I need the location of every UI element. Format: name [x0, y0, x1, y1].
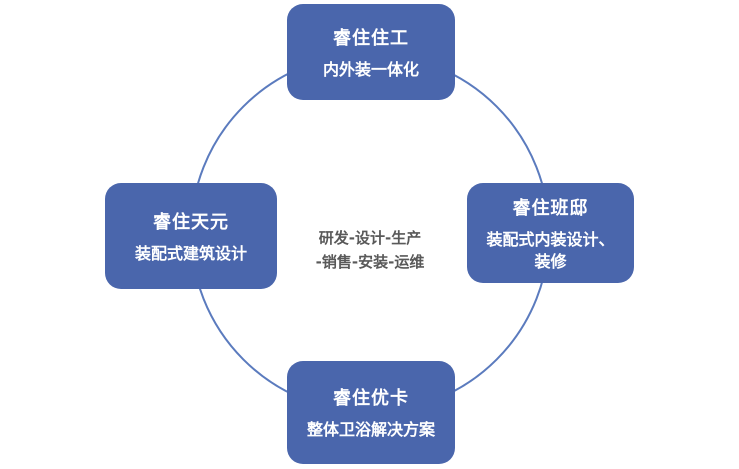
node-title: 睿住优卡 — [333, 388, 409, 410]
node-left: 睿住天元 装配式建筑设计 — [105, 183, 277, 289]
node-subtitle: 装配式建筑设计 — [134, 243, 247, 263]
node-right: 睿住班邸 装配式内装设计、装修 — [467, 183, 634, 283]
center-label-line2: -销售-安装-运维 — [315, 253, 425, 271]
node-title: 睿住天元 — [153, 211, 229, 233]
node-bottom: 睿住优卡 整体卫浴解决方案 — [287, 361, 455, 464]
node-title: 睿住住工 — [333, 27, 409, 49]
node-subtitle: 装配式内装设计、装修 — [486, 229, 615, 271]
center-label-line1: 研发-设计-生产 — [318, 229, 422, 247]
node-top: 睿住住工 内外装一体化 — [287, 4, 455, 100]
node-subtitle: 整体卫浴解决方案 — [306, 420, 435, 440]
center-label: 研发-设计-生产 -销售-安装-运维 — [259, 226, 481, 274]
node-title: 睿住班邸 — [512, 197, 589, 219]
node-subtitle: 内外装一体化 — [322, 59, 419, 79]
